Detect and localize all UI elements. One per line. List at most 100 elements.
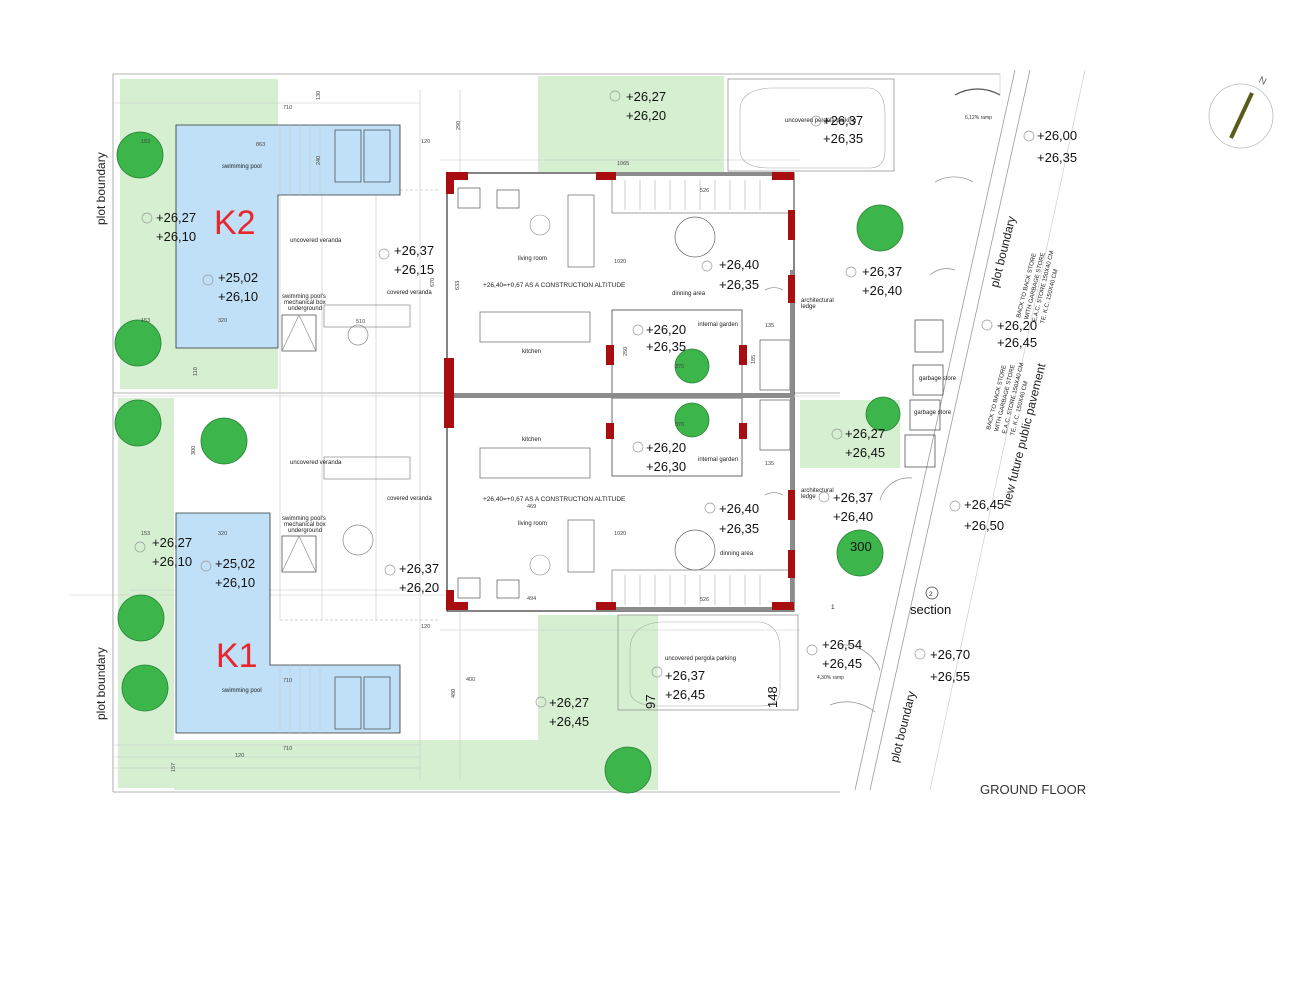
svg-text:670: 670: [430, 278, 436, 287]
svg-text:480: 480: [451, 689, 457, 698]
level-mark: +25,02 +26,10: [200, 556, 255, 590]
level-mark: +25,02+26,10: [202, 270, 258, 304]
level-mark: +26,45+26,50: [949, 497, 1004, 533]
svg-text:+26,27: +26,27: [152, 535, 192, 550]
svg-text:living room: living room: [518, 521, 547, 527]
svg-text:375: 375: [675, 364, 684, 370]
svg-text:uncovered veranda: uncovered veranda: [290, 460, 342, 466]
level-mark: +26,00 +26,35: [1023, 128, 1077, 165]
svg-text:6,12% ramp: 6,12% ramp: [965, 115, 992, 121]
svg-text:863: 863: [256, 142, 265, 148]
level-mark: +26,37+26,45: [651, 666, 705, 702]
plot-boundary-label: plot boundary: [94, 647, 108, 720]
svg-text:+26,40: +26,40: [719, 501, 759, 516]
level-mark: +26,20 +26,30: [632, 440, 686, 474]
svg-text:135: 135: [765, 323, 774, 329]
mechanical-boxes: [281, 304, 411, 573]
trees: [114, 131, 904, 794]
svg-text:1020: 1020: [614, 531, 626, 537]
svg-text:mechanical box: mechanical box: [284, 522, 326, 528]
level-mark: +26,27 +26,10: [141, 210, 196, 244]
svg-text:120: 120: [235, 753, 244, 759]
svg-text:+26,55: +26,55: [930, 669, 970, 684]
construction-note: +26,40=+0,67 AS A CONSTRUCTION ALTITUDE: [483, 496, 626, 503]
pool-k2: [175, 124, 401, 349]
svg-text:mechanical box: mechanical box: [284, 300, 326, 306]
svg-text:kitchen: kitchen: [522, 437, 541, 443]
svg-text:ledge: ledge: [801, 494, 816, 500]
svg-text:+26,35: +26,35: [1037, 150, 1077, 165]
svg-text:+26,37: +26,37: [862, 264, 902, 279]
construction-note: +26,40=+0,67 AS A CONSTRUCTION ALTITUDE: [483, 282, 626, 289]
garbage-stores: [904, 319, 944, 468]
svg-text:+26,35: +26,35: [719, 521, 759, 536]
svg-text:garbage store: garbage store: [919, 376, 957, 382]
svg-text:garbage store: garbage store: [914, 410, 952, 416]
svg-text:+26,54: +26,54: [822, 637, 862, 652]
parking-dim: 148: [765, 686, 780, 708]
svg-text:+26,15: +26,15: [394, 262, 434, 277]
svg-text:+26,20: +26,20: [646, 440, 686, 455]
svg-text:swimming pool: swimming pool: [222, 164, 262, 170]
plot-boundary-label: plot boundary: [887, 690, 918, 764]
svg-text:+26,40: +26,40: [719, 257, 759, 272]
svg-text:110: 110: [193, 367, 199, 376]
svg-text:250: 250: [623, 347, 629, 356]
svg-text:underground: underground: [288, 306, 322, 312]
svg-text:internal garden: internal garden: [698, 457, 738, 463]
svg-text:+26,27: +26,27: [549, 695, 589, 710]
svg-text:covered veranda: covered veranda: [387, 496, 432, 502]
svg-text:+26,00: +26,00: [1037, 128, 1077, 143]
svg-text:400: 400: [466, 677, 475, 683]
svg-text:2: 2: [929, 591, 933, 598]
svg-text:494: 494: [527, 596, 536, 602]
svg-text:526: 526: [700, 188, 709, 194]
section-marker: 2 section 1: [831, 586, 951, 617]
structure: [444, 172, 795, 611]
north-arrow-icon: N: [1208, 75, 1274, 149]
svg-text:+26,35: +26,35: [719, 277, 759, 292]
svg-text:240: 240: [316, 156, 322, 165]
svg-text:710: 710: [283, 105, 292, 111]
svg-text:+26,10: +26,10: [152, 554, 192, 569]
svg-text:covered veranda: covered veranda: [387, 290, 432, 296]
level-mark: +26,40 +26,35: [701, 257, 759, 292]
svg-text:+26,45: +26,45: [665, 687, 705, 702]
svg-text:710: 710: [283, 746, 292, 752]
svg-text:300: 300: [191, 446, 197, 455]
svg-text:+26,20: +26,20: [646, 322, 686, 337]
level-mark: +26,37+26,40: [818, 490, 873, 524]
svg-text:dinning area: dinning area: [672, 291, 706, 297]
level-mark: +26,27+26,45: [535, 695, 589, 729]
svg-text:153: 153: [141, 318, 150, 324]
svg-text:+26,10: +26,10: [215, 575, 255, 590]
level-mark: +26,37+26,40: [845, 264, 902, 298]
svg-text:+26,37: +26,37: [394, 243, 434, 258]
house-k1: [446, 396, 795, 612]
svg-text:+26,10: +26,10: [156, 229, 196, 244]
svg-text:157: 157: [171, 763, 177, 772]
svg-text:320: 320: [218, 318, 227, 324]
drawing-title: GROUND FLOOR: [980, 782, 1086, 797]
svg-text:uncovered pergola parking: uncovered pergola parking: [665, 656, 736, 662]
svg-text:135: 135: [765, 461, 774, 467]
svg-text:ledge: ledge: [801, 304, 816, 310]
svg-text:710: 710: [283, 678, 292, 684]
svg-text:N: N: [1257, 75, 1268, 88]
unit-k1-label: K1: [216, 637, 258, 675]
level-mark: +26,37 +26,15: [378, 243, 434, 277]
svg-text:+25,02: +25,02: [215, 556, 255, 571]
house-k2: [446, 172, 795, 396]
svg-text:+26,27: +26,27: [156, 210, 196, 225]
svg-text:+26,30: +26,30: [646, 459, 686, 474]
svg-text:swimming pool's: swimming pool's: [282, 294, 326, 300]
pool-k1: [175, 512, 401, 734]
level-mark: +26,37+26,35: [810, 113, 863, 146]
svg-text:+26,37: +26,37: [399, 561, 439, 576]
parking-dim: 97: [643, 695, 658, 709]
svg-text:+26,45: +26,45: [997, 335, 1037, 350]
svg-text:185: 185: [751, 355, 757, 364]
svg-text:dinning area: dinning area: [720, 551, 754, 557]
svg-text:+26,10: +26,10: [218, 289, 258, 304]
